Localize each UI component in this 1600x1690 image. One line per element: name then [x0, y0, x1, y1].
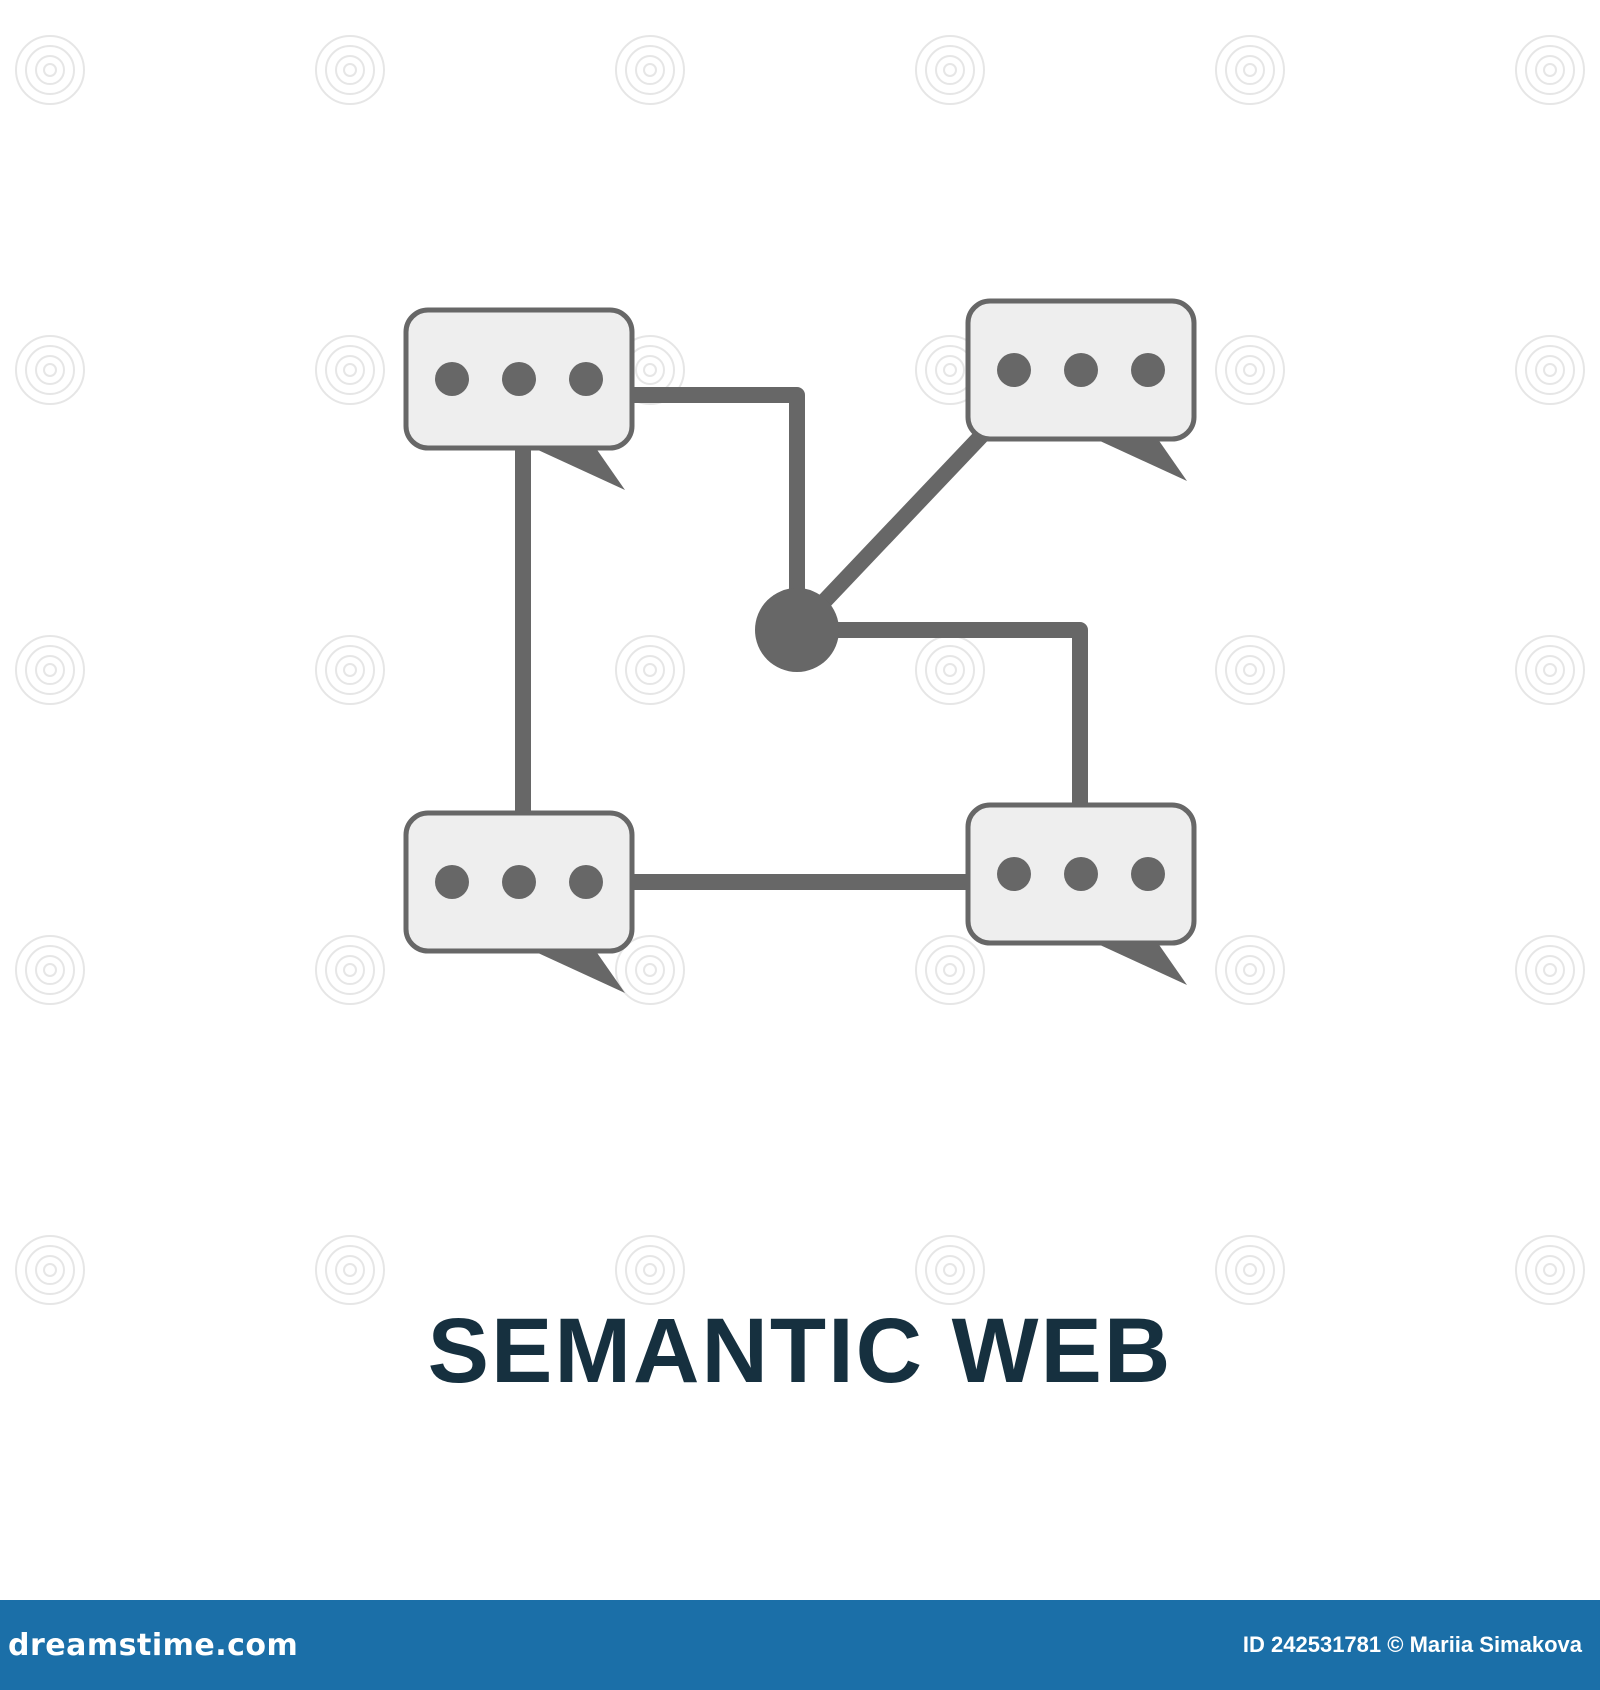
ellipsis-dot-icon — [569, 865, 603, 899]
ellipsis-dot-icon — [435, 865, 469, 899]
speech-bubble-top-left — [403, 307, 635, 490]
speech-bubble-bottom-right — [965, 802, 1197, 985]
caption-title: SEMANTIC WEB — [427, 1300, 1173, 1402]
footer-site-logo[interactable]: dreamstime.com — [8, 1627, 299, 1663]
ellipsis-dot-icon — [502, 362, 536, 396]
hub-node — [755, 588, 839, 672]
speech-bubble-tail — [1087, 939, 1187, 985]
footer-credit: ID 242531781 © Mariia Simakova — [1242, 1632, 1582, 1657]
ellipsis-dot-icon — [997, 353, 1031, 387]
ellipsis-dot-icon — [1064, 857, 1098, 891]
ellipsis-dot-icon — [1131, 353, 1165, 387]
ellipsis-dot-icon — [1131, 857, 1165, 891]
connector-lines — [515, 387, 1088, 890]
connector-hub-to-bottom-right — [797, 622, 1088, 810]
footer-bar: dreamstime.com ID 242531781 © Mariia Sim… — [0, 1600, 1600, 1690]
semantic-web-icon — [403, 298, 1197, 993]
connector-hub-to-top-right — [791, 426, 991, 636]
speech-bubble-tail — [525, 947, 625, 993]
speech-bubbles — [403, 298, 1197, 993]
ellipsis-dot-icon — [569, 362, 603, 396]
ellipsis-dot-icon — [997, 857, 1031, 891]
speech-bubble-bottom-left — [403, 810, 635, 993]
speech-bubble-top-right — [965, 298, 1197, 481]
ellipsis-dot-icon — [1064, 353, 1098, 387]
speech-bubble-tail — [525, 444, 625, 490]
speech-bubble-tail — [1087, 435, 1187, 481]
connector-top-left-to-hub — [630, 387, 805, 630]
ellipsis-dot-icon — [502, 865, 536, 899]
ellipsis-dot-icon — [435, 362, 469, 396]
